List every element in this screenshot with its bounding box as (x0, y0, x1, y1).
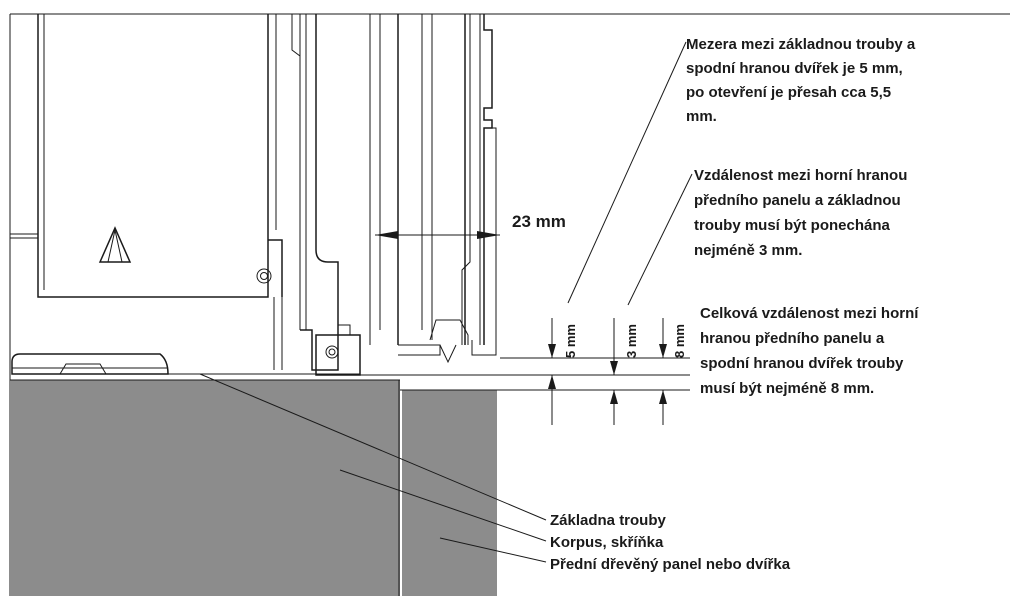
gap-note: Mezera mezi základnou trouby a spodní hr… (686, 36, 916, 125)
distance-note-line: trouby musí být ponechána (694, 217, 891, 234)
gap-note-line: Mezera mezi základnou trouby a (686, 36, 916, 53)
note-leader-lines (567, 41, 693, 306)
gap-8mm-label: 8 mm (672, 324, 687, 358)
total-note-line: spodní hranou dvířek trouby (700, 355, 904, 372)
distance-note-line: předního panelu a základnou (694, 192, 901, 209)
dimension-23mm: 23 mm (375, 212, 566, 239)
cabinet-block (10, 379, 497, 596)
oven-body (10, 14, 441, 376)
legend-base-label: Základna trouby (550, 512, 667, 529)
measurement-reference-lines (400, 357, 690, 391)
distance-note: Vzdálenost mezi horní hranou předního pa… (694, 167, 907, 259)
gap-note-line: mm. (686, 108, 717, 125)
gap-3mm-measurement: 3 mm (610, 318, 639, 425)
bracket-screw-icon (325, 345, 339, 359)
oven-door (429, 14, 497, 364)
total-note-line: musí být nejméně 8 mm. (700, 380, 874, 397)
distance-note-line: Vzdálenost mezi horní hranou (694, 167, 907, 184)
legend-leader-lines (199, 373, 547, 563)
gap-8mm-measurement: 8 mm (659, 318, 687, 425)
gap-note-line: spodní hranou dvířek je 5 mm, (686, 60, 903, 77)
total-note-line: hranou předního panelu a (700, 330, 885, 347)
gap-note-line: po otevření je přesah cca 5,5 (686, 84, 891, 101)
screw-icon (256, 268, 272, 284)
gap-3mm-label: 3 mm (624, 324, 639, 358)
warning-triangle-icon (98, 226, 132, 263)
total-note-line: Celková vzdálenost mezi horní (700, 305, 919, 322)
distance-note-line: nejméně 3 mm. (694, 242, 802, 259)
gap-5mm-label: 5 mm (563, 324, 578, 358)
dimension-23mm-label: 23 mm (512, 212, 566, 231)
total-note: Celková vzdálenost mezi horní hranou pře… (700, 305, 919, 397)
component-legend: Základna trouby Korpus, skříňka Přední d… (550, 512, 791, 573)
gap-5mm-measurement: 5 mm (548, 318, 578, 425)
oven-base (11, 353, 500, 376)
legend-front-panel-label: Přední dřevěný panel nebo dvířka (550, 556, 791, 573)
legend-cabinet-label: Korpus, skříňka (550, 534, 664, 551)
